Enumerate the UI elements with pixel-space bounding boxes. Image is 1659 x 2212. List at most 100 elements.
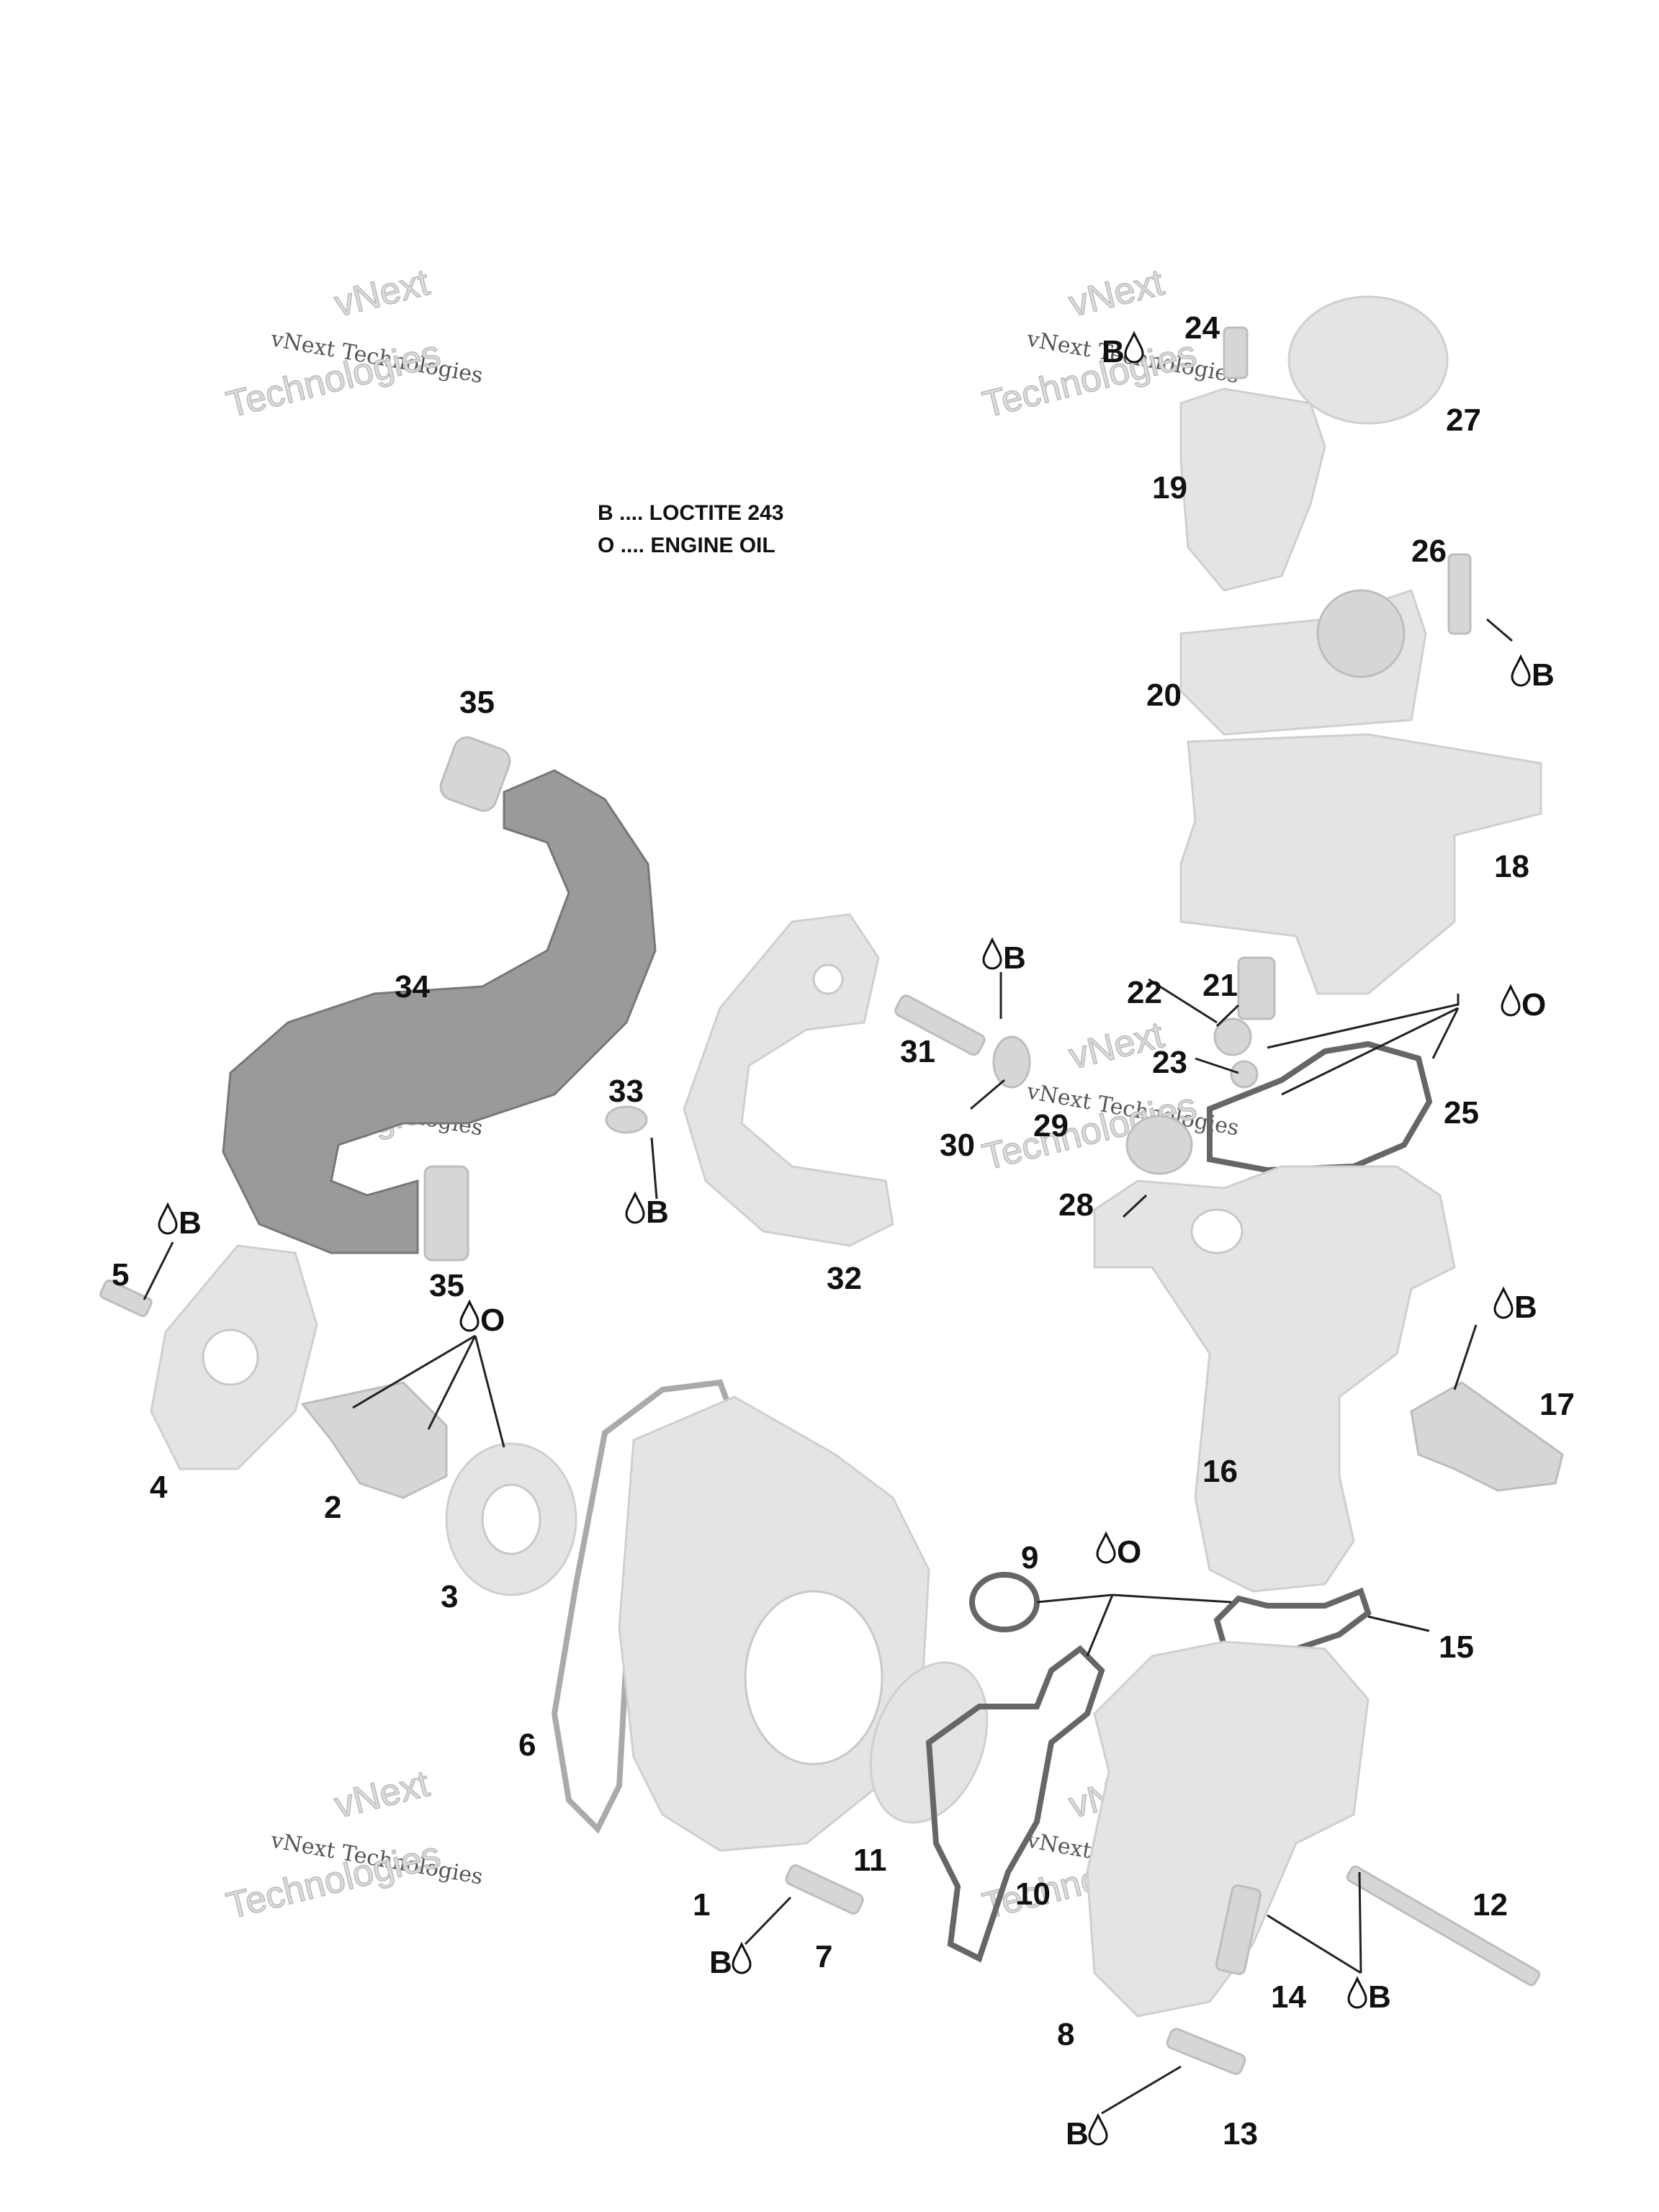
part-2-shaft (300, 1381, 448, 1499)
drop-icon (1347, 1976, 1367, 2009)
part-16-port (1190, 1208, 1244, 1254)
part-27-cap (1287, 295, 1449, 425)
drop-icon (1088, 2113, 1108, 2146)
label-part-4: 4 (150, 1470, 168, 1505)
svg-text:B: B (1368, 1979, 1391, 2015)
svg-text:B: B (179, 1205, 202, 1241)
label-part-29: 29 (1033, 1108, 1069, 1143)
svg-text:O: O (480, 1303, 505, 1338)
label-part-9: 9 (1021, 1540, 1038, 1575)
drop-icon (732, 1941, 752, 1974)
part-13-bolt (1166, 2028, 1246, 2075)
label-part-13: 13 (1223, 2116, 1258, 2152)
code-o-part-2-3: O (459, 1299, 505, 1338)
drop-icon (982, 937, 1002, 970)
svg-text:vNext: vNext (1065, 261, 1169, 325)
watermark-top-left: vNext vNext Technologies Technologies (222, 261, 485, 426)
label-part-27: 27 (1446, 403, 1481, 438)
drop-icon (1511, 654, 1531, 687)
code-b-part-31: B (982, 937, 1026, 976)
part-1-bore (744, 1590, 884, 1766)
label-part-25: 25 (1444, 1095, 1479, 1130)
code-b-part-33: B (625, 1191, 669, 1230)
svg-text:B: B (1003, 940, 1026, 976)
drop-icon (1493, 1286, 1514, 1319)
label-part-8: 8 (1057, 2017, 1074, 2052)
part-31-bolt (894, 994, 986, 1056)
svg-text:vNext: vNext (331, 1763, 434, 1827)
label-part-22: 22 (1127, 975, 1162, 1010)
code-b-part-12-14: B (1347, 1976, 1391, 2015)
part-18-pump-body (1179, 733, 1542, 995)
watermark-bottom-left: vNext vNext Technologies Technologies (222, 1762, 485, 1928)
drop-icon (1096, 1531, 1116, 1564)
part-12-bolt (1346, 1865, 1541, 1987)
label-part-31: 31 (900, 1034, 935, 1069)
legend-loctite: B .... LOCTITE 243 (598, 501, 783, 525)
svg-text:O: O (1521, 987, 1546, 1022)
part-20-neck (1316, 589, 1406, 678)
drop-icon (459, 1299, 480, 1332)
label-part-20: 20 (1146, 678, 1182, 713)
code-b-part-24: B (1102, 331, 1144, 369)
label-part-32: 32 (827, 1261, 862, 1296)
part-35-clamp-bottom (423, 1165, 469, 1262)
part-9-oring (969, 1572, 1040, 1632)
drop-icon (1501, 984, 1521, 1017)
application-codes: B O B B B B O B (158, 331, 1555, 2152)
code-b-part-13: B (1066, 2113, 1108, 2152)
part-25-gasket (1207, 1040, 1433, 1174)
label-part-24: 24 (1184, 310, 1220, 346)
label-part-15: 15 (1439, 1629, 1474, 1665)
part-32-bracket (683, 913, 894, 1247)
code-b-part-5: B (158, 1202, 202, 1241)
label-part-35-bottom: 35 (429, 1268, 464, 1303)
label-part-1: 1 (693, 1887, 710, 1923)
code-b-part-17: B (1493, 1286, 1537, 1325)
code-o-part-22-25: O (1501, 984, 1546, 1022)
part-7-bolt (785, 1864, 864, 1915)
label-part-6: 6 (518, 1727, 536, 1763)
part-17-elbow (1410, 1381, 1564, 1492)
part-23-seal (1230, 1060, 1259, 1089)
part-24-screw (1223, 326, 1249, 379)
part-labels: 4 2 3 5 6 1 7 11 10 9 8 13 14 12 15 16 1… (112, 310, 1575, 2152)
part-22-valve (1213, 1017, 1252, 1056)
label-part-26: 26 (1411, 534, 1447, 569)
legend: B .... LOCTITE 243 O .... ENGINE OIL (598, 501, 783, 557)
svg-text:B: B (1102, 334, 1125, 369)
part-19-housing (1179, 387, 1326, 592)
code-b-part-7: B (709, 1941, 752, 1980)
code-o-part-9-10-15: O (1096, 1531, 1141, 1570)
part-14-stud (1215, 1884, 1262, 1975)
svg-text:O: O (1117, 1534, 1141, 1570)
label-part-12: 12 (1473, 1887, 1508, 1923)
svg-text:B: B (1066, 2116, 1089, 2152)
part-28-plug (1125, 1115, 1193, 1175)
label-part-30: 30 (940, 1128, 975, 1163)
part-30-washer (992, 1035, 1031, 1089)
legend-engine-oil: O .... ENGINE OIL (598, 534, 775, 557)
label-part-23: 23 (1152, 1045, 1187, 1080)
svg-text:vNext: vNext (331, 261, 434, 325)
part-16-body (1093, 1165, 1456, 1593)
label-part-3: 3 (441, 1579, 458, 1614)
label-part-19: 19 (1152, 470, 1187, 505)
label-part-34: 34 (395, 969, 430, 1004)
drop-icon (1124, 331, 1144, 364)
part-32-hole (812, 963, 844, 995)
part-34-hose (222, 769, 657, 1254)
drop-icon (158, 1202, 178, 1235)
part-10-gasket (925, 1645, 1105, 1963)
leader-lines (143, 618, 1513, 2115)
part-26-screw (1447, 553, 1472, 635)
label-part-14: 14 (1271, 1979, 1306, 2015)
label-part-17: 17 (1539, 1387, 1575, 1422)
svg-text:B: B (1532, 657, 1555, 693)
parts (99, 295, 1564, 2075)
label-part-21: 21 (1202, 968, 1238, 1003)
part-5-screw (99, 1279, 153, 1318)
label-part-11: 11 (853, 1843, 887, 1878)
part-8-body (1086, 1640, 1370, 2018)
